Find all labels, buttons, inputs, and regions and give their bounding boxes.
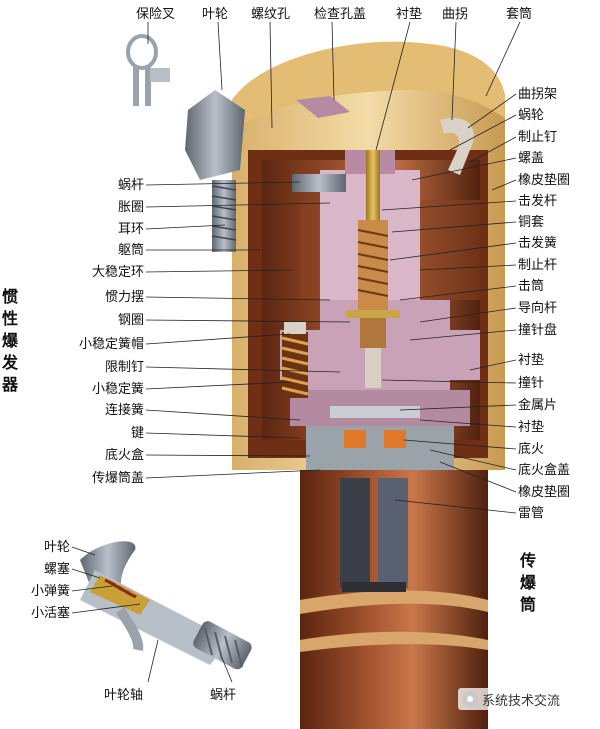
wechat-icon [462,691,478,707]
side-left-char-2: 性 [2,309,18,328]
label-right-7: 铜套 [518,214,544,230]
label-left-13: 底火盒 [105,447,144,463]
label-right-4: 螺盖 [518,151,544,166]
label-right-6: 击发杆 [518,193,557,209]
side-title-right: 传 爆 筒 [519,551,537,614]
label-left-6: 惯力摆 [105,289,144,305]
label-right-11: 导向杆 [518,300,557,316]
label-top-3: 螺纹孔 [251,7,290,22]
label-right-13: 衬垫 [518,352,544,368]
label-top-1: 保险叉 [136,7,175,22]
right-label-group: 曲拐架 蜗轮 制止钉 螺盖 橡皮垫圈 击发杆 铜套 击发簧 制止杆 击筒 导向杆… [518,87,570,521]
side-title-left: 惯 性 爆 发 器 [1,287,19,394]
inset-label-group: 叶轮 螺塞 小弹簧 小活塞 [31,540,70,621]
label-left-5: 大稳定环 [92,264,144,280]
label-top-2: 叶轮 [202,7,228,22]
inspection-cover [296,96,350,118]
worm-rod [292,174,346,192]
label-left-3: 耳环 [118,222,144,237]
label-left-7: 钢圈 [118,313,144,328]
inset-bottom-label-1: 叶轮轴 [104,688,143,703]
left-label-group: 蜗杆 胀圈 耳环 躯筒 大稳定环 惯力摆 钢圈 小稳定簧帽 限制钉 小稳定簧 连… [79,177,144,486]
label-top-7: 套筒 [506,6,532,22]
inset-label-3: 小弹簧 [31,583,70,599]
label-right-12: 撞针盘 [518,322,557,338]
side-left-char-5: 器 [1,375,19,394]
inset-bottom-label-group: 叶轮轴 蜗杆 [104,687,236,703]
label-right-19: 橡皮垫圈 [518,484,570,500]
side-left-char-3: 爆 [2,331,19,350]
label-left-8: 小稳定簧帽 [79,336,144,352]
label-left-9: 限制钉 [105,360,144,375]
label-right-1: 曲拐架 [518,87,557,102]
label-left-1: 蜗杆 [118,177,144,193]
label-left-10: 小稳定簧 [92,381,144,397]
inset-label-4: 小活塞 [31,605,70,621]
label-right-10: 击筒 [518,278,544,294]
label-right-16: 衬垫 [518,419,544,435]
ear-lug [185,90,346,252]
detonator-tube-left [340,478,370,588]
inset-label-1: 叶轮 [44,540,70,555]
side-left-char-1: 惯 [2,287,18,306]
label-right-18: 底火盒盖 [518,462,570,478]
label-left-14: 传爆筒盖 [92,470,144,486]
label-right-14: 撞针 [518,376,544,391]
label-top-4: 检查孔盖 [314,7,366,22]
top-label-group: 保险叉 叶轮 螺纹孔 检查孔盖 衬垫 曲拐 套筒 [136,6,532,22]
label-right-9: 制止杆 [518,258,557,273]
watermark-text: 系统技术交流 [482,693,561,709]
label-right-5: 橡皮垫圈 [518,172,570,188]
side-right-char-1: 传 [519,551,536,570]
label-left-12: 键 [131,426,144,441]
inset-vane-detail [80,541,252,670]
label-right-8: 击发簧 [518,235,557,251]
label-right-15: 金属片 [518,397,557,413]
label-left-2: 胀圈 [118,200,144,215]
label-left-4: 躯筒 [118,242,144,258]
side-right-char-3: 筒 [519,595,536,614]
inset-label-2: 螺塞 [44,561,70,577]
label-left-11: 连接簧 [105,402,144,418]
label-right-17: 底火 [518,441,544,457]
safety-fork [126,34,170,106]
leader-lines [71,21,521,683]
label-top-6: 曲拐 [442,7,468,22]
firing-pin-assembly [346,150,400,388]
label-right-2: 蜗轮 [518,107,544,123]
top-cap [232,41,505,175]
detonator-tube-right [378,478,408,588]
side-right-char-2: 爆 [520,573,537,592]
label-top-5: 衬垫 [396,6,422,22]
label-right-20: 雷管 [518,506,544,521]
inset-bottom-label-2: 蜗杆 [210,687,236,703]
crank [440,118,474,175]
primer-area [330,406,420,448]
side-left-char-4: 发 [1,353,19,372]
label-right-3: 制止钉 [518,130,557,145]
booster-tube [300,470,488,729]
small-spring [281,322,309,398]
watermark: 系统技术交流 [458,688,565,710]
